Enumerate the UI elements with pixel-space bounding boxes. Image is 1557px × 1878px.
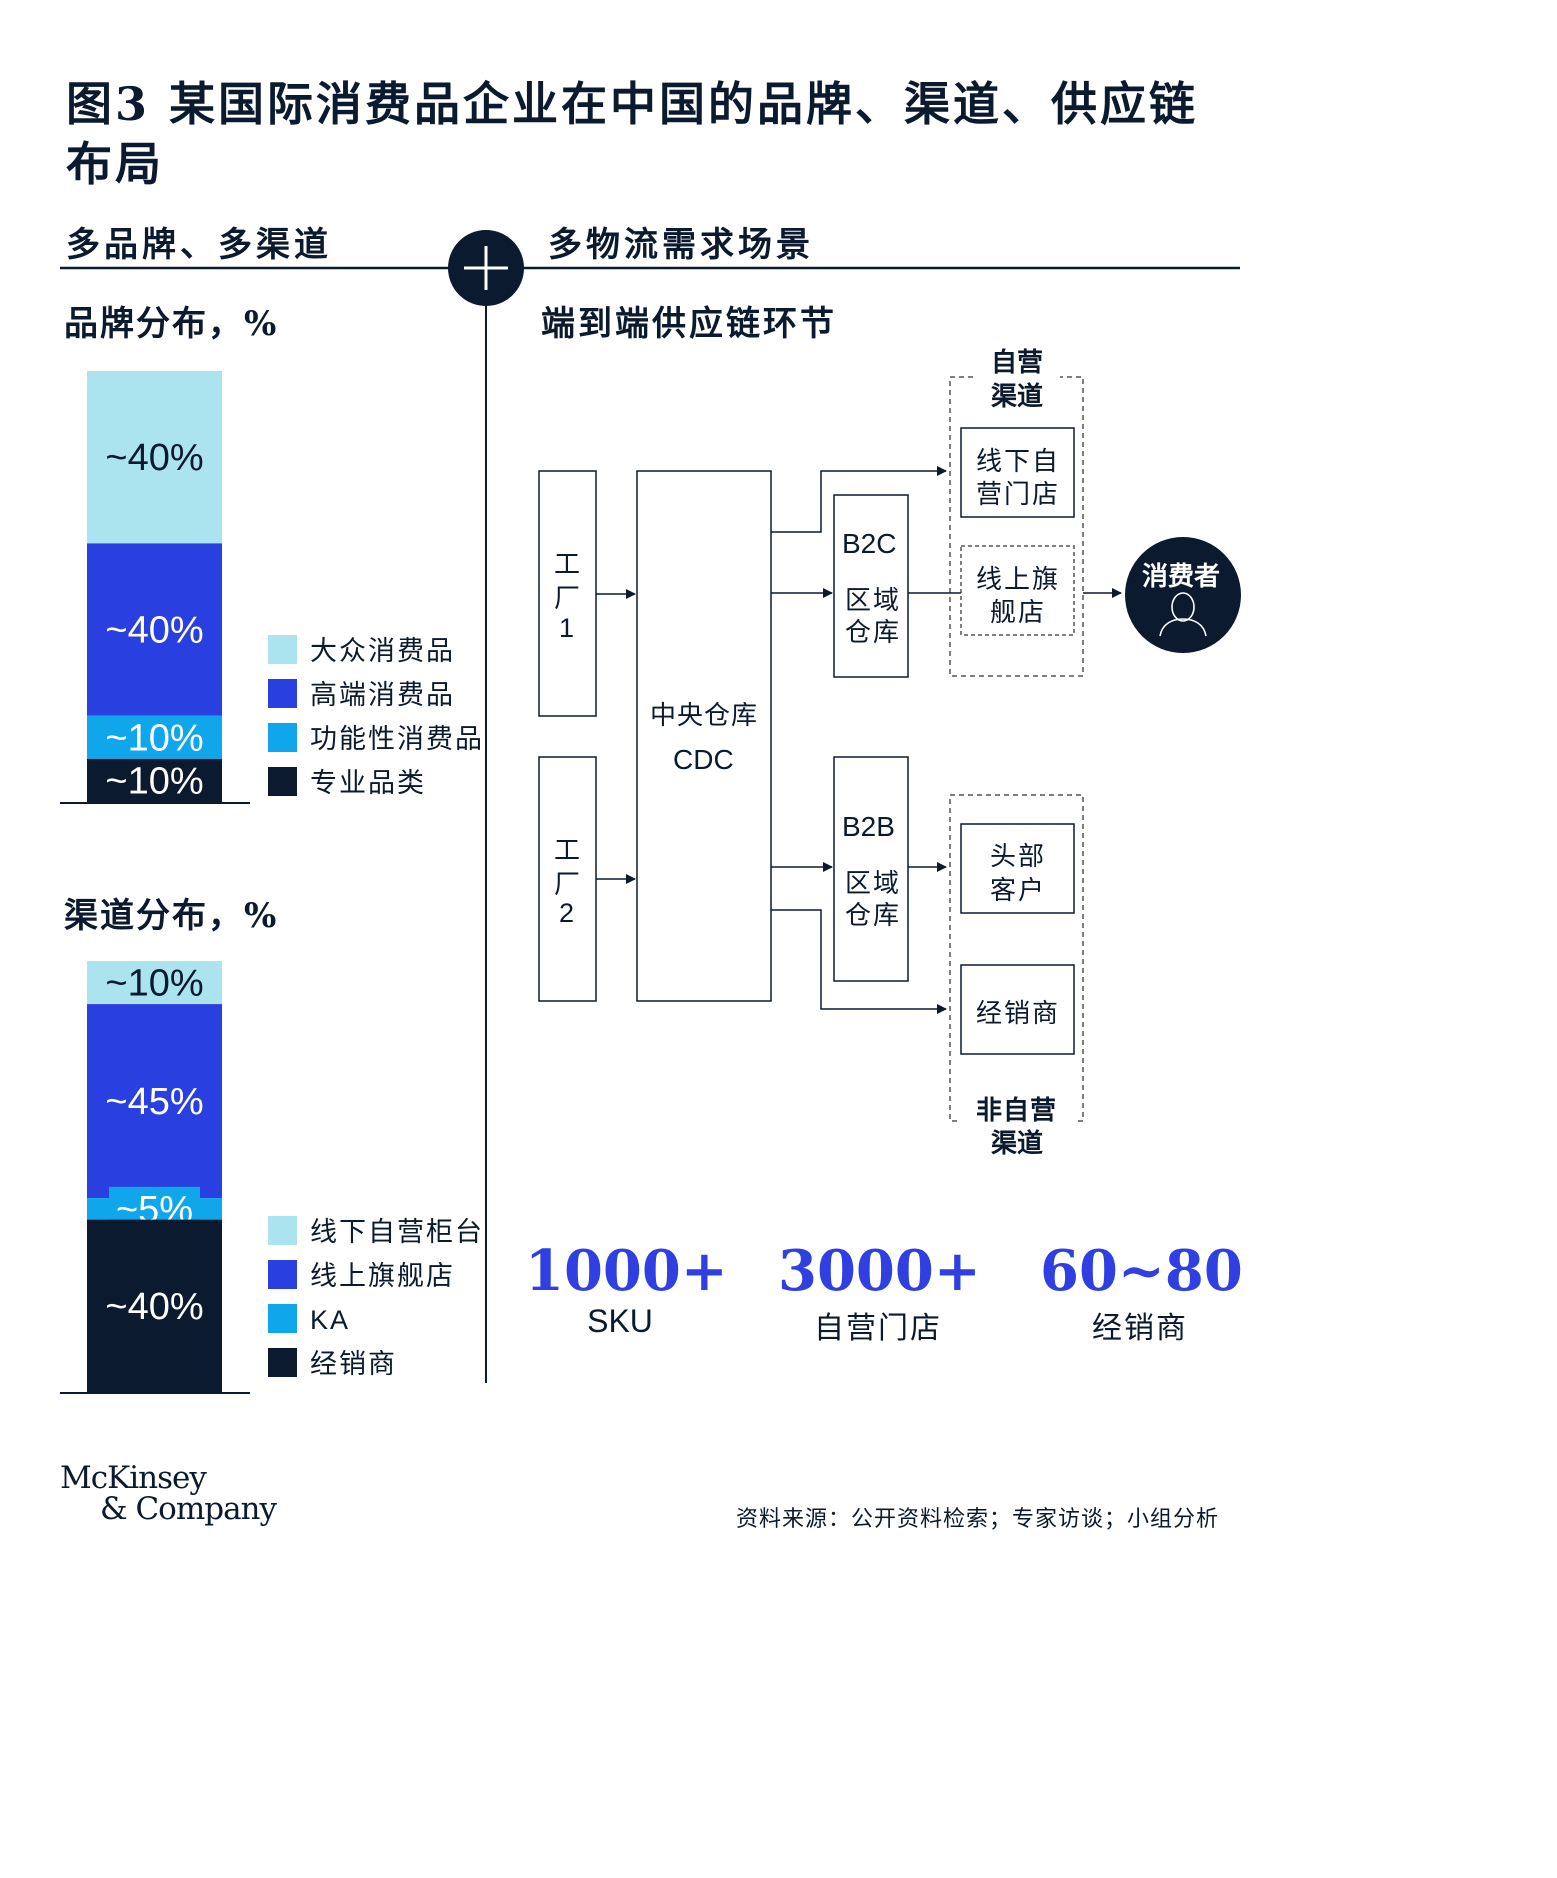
b2b-label: B2B: [842, 811, 895, 842]
factory-1-label-1: 工: [554, 550, 581, 580]
channel-chart-title: 渠道分布，%: [64, 896, 279, 936]
legend-swatch: [268, 635, 297, 664]
right-section-header: 多物流需求场景: [548, 225, 814, 265]
logo-line2: & Company: [100, 1491, 277, 1527]
b2c-label: B2C: [842, 528, 897, 559]
arrow-cdc-offline: [771, 466, 947, 533]
consumer-label: 消费者: [1142, 562, 1221, 592]
bar-segment: [87, 1004, 222, 1199]
online-store-box: [960, 545, 1075, 636]
brand-chart-title: 品牌分布，%: [64, 304, 279, 344]
factory-2-label-2: 厂: [554, 870, 581, 900]
legend-swatch: [268, 679, 297, 708]
factory-2-label-3: 2: [559, 898, 575, 928]
legend-label: 大众消费品: [310, 636, 455, 667]
source-note: 资料来源：公开资料检索；专家访谈；小组分析: [736, 1507, 1220, 1532]
person-icon: [1159, 592, 1207, 637]
legend-label: 线上旗舰店: [310, 1261, 455, 1292]
data-label: ~40%: [105, 1286, 203, 1328]
arrow-cdc-distributor: [771, 909, 947, 1014]
legend-swatch: [268, 1304, 297, 1333]
cdc-box: [636, 470, 772, 1002]
legend-swatch: [268, 1216, 297, 1245]
consumer-node: [1125, 537, 1241, 653]
left-section-header: 多品牌、多渠道: [66, 225, 332, 265]
bar-segment: [87, 543, 222, 716]
offline-store-box: [960, 427, 1075, 518]
bar-segment: [87, 961, 222, 1005]
non-own-channel-label-2: 渠道: [991, 1129, 1044, 1159]
factory-1-label-2: 厂: [554, 584, 581, 614]
bar-segment: [87, 715, 222, 759]
bar-segment: [87, 758, 222, 802]
b2c-label-2: 区域: [845, 586, 902, 616]
online-store-label-1: 线上旗: [976, 565, 1061, 595]
factory-1-label-3: 1: [559, 613, 575, 643]
page-title-line1: 图3 某国际消费品企业在中国的品牌、渠道、供应链: [66, 77, 1199, 131]
distributor-box: [960, 964, 1075, 1055]
key-account-label-1: 头部: [990, 842, 1047, 872]
legend-label: 经销商: [310, 1349, 397, 1380]
legend-swatch: [268, 767, 297, 796]
legend-swatch: [268, 1348, 297, 1377]
b2c-label-3: 仓库: [845, 618, 902, 648]
b2b-warehouse-box: [833, 756, 909, 982]
plus-badge: [448, 230, 524, 306]
b2b-label-3: 仓库: [845, 901, 902, 931]
legend-label: 功能性消费品: [310, 724, 484, 755]
legend-swatch: [268, 1260, 297, 1289]
page-title-line2: 布局: [66, 137, 164, 191]
data-label: ~10%: [105, 760, 203, 802]
key-account-box: [960, 823, 1075, 914]
offline-store-label-1: 线下自: [976, 447, 1061, 477]
data-label: ~10%: [105, 717, 203, 759]
stat-distributors-label: 经销商: [1092, 1311, 1188, 1346]
stat-sku-value: 1000+: [525, 1238, 728, 1304]
online-store-label-2: 舰店: [990, 598, 1047, 628]
b2c-warehouse-box: [833, 494, 909, 678]
data-label: ~40%: [105, 437, 203, 479]
data-label: ~10%: [105, 963, 203, 1005]
cdc-label-en: CDC: [673, 744, 734, 775]
logo-line1: McKinsey: [60, 1460, 207, 1496]
offline-store-label-2: 营门店: [976, 480, 1061, 510]
data-label: ~45%: [105, 1081, 203, 1123]
distributor-label: 经销商: [976, 999, 1061, 1029]
own-channel-label-2: 渠道: [991, 382, 1044, 412]
non-own-channel-label-1: 非自营: [976, 1096, 1058, 1126]
own-channel-label-1: 自营: [991, 348, 1044, 378]
legend-label: 专业品类: [310, 768, 426, 799]
stat-stores-value: 3000+: [778, 1238, 981, 1304]
factory-2-label-1: 工: [554, 836, 581, 866]
b2b-label-2: 区域: [845, 869, 902, 899]
stat-stores-label: 自营门店: [814, 1311, 942, 1346]
bar-segment: [87, 371, 222, 544]
channel-stacked-bar-chart: ~10%线下自营柜台~45%线上旗舰店~5%KA~40%经销商: [60, 961, 484, 1394]
legend-label: 线下自营柜台: [310, 1217, 484, 1248]
legend-swatch: [268, 723, 297, 752]
data-label: ~40%: [105, 610, 203, 652]
key-account-label-2: 客户: [990, 876, 1047, 906]
stat-distributors-value: 60~80: [1040, 1238, 1243, 1304]
brand-stacked-bar-chart: ~40% 大众消费品 ~40% 高端消费品 ~10% 功能性消费品 ~10% 专业品类: [60, 371, 484, 804]
supply-chain-title: 端到端供应链环节: [541, 304, 837, 344]
bar-segment: [87, 1219, 222, 1392]
stat-sku-label: SKU: [587, 1303, 653, 1339]
legend-label: 高端消费品: [310, 680, 455, 711]
cdc-label-cn: 中央仓库: [650, 701, 759, 731]
legend-label: KA: [310, 1305, 350, 1335]
